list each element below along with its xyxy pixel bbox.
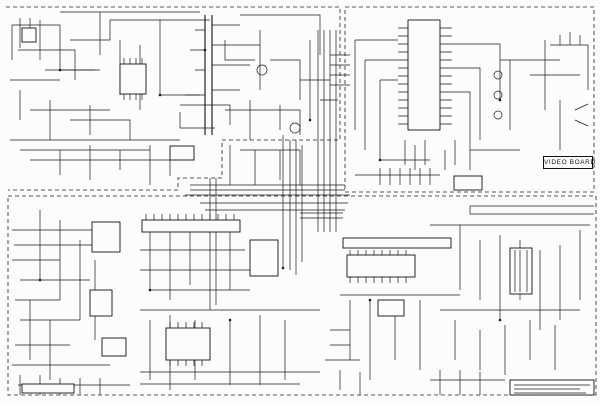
signal-section-center xyxy=(140,214,320,390)
interboard-bus xyxy=(185,30,350,310)
junction-dots xyxy=(38,48,502,322)
video-board-section xyxy=(354,19,589,191)
board-outlines xyxy=(6,6,597,396)
power-supply-section xyxy=(10,11,338,185)
signal-section-left xyxy=(12,210,130,395)
video-board-label: VIDEO BOARD xyxy=(543,156,595,169)
deflection-section xyxy=(325,205,595,396)
